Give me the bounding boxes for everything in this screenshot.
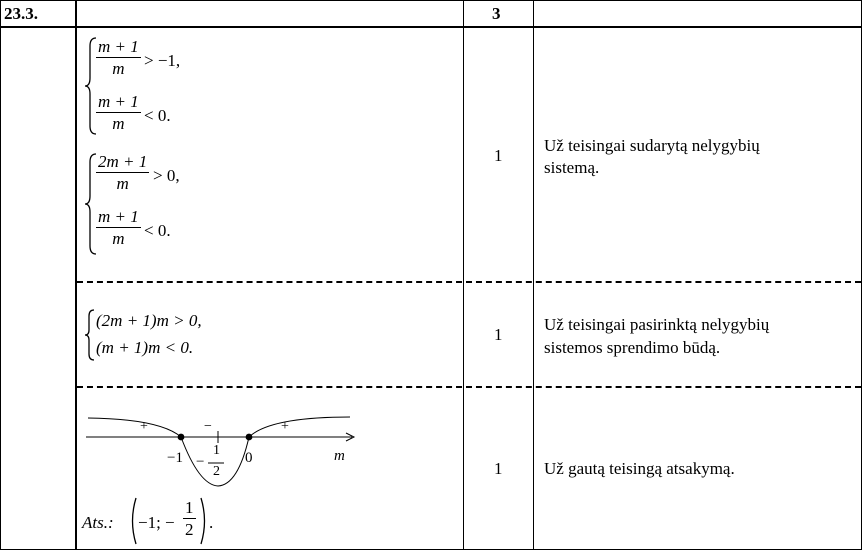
step1-criterion-line1: Už teisingai sudarytą nelygybių [544,136,760,155]
s1-eq2-denominator: m [112,114,125,133]
table-left-border [0,0,1,550]
fraction-bar [96,57,141,58]
fraction-bar [183,518,196,519]
tick-label-left: −1 [167,450,183,466]
fraction-bar [96,172,150,173]
tick-label-mid-den: 2 [213,464,220,479]
s2-eq1-numerator: 2m + 1 [98,152,148,171]
brace-system-2 [84,153,97,255]
s2-eq2-denominator: m [112,229,125,248]
sign-curve-left [87,417,182,438]
brace-system-1 [84,37,97,135]
root-point-right [245,433,253,441]
s1-eq2-numerator: m + 1 [98,92,139,111]
col-divider-2 [463,0,464,550]
s2-eq2-numerator: m + 1 [98,207,139,226]
sign-mid: − [204,419,212,434]
tick-label-mid-num: 1 [213,443,220,458]
step2-line2: (m + 1)m < 0. [96,338,194,357]
task-number: 23.3. [4,4,38,23]
col-divider-3 [533,0,534,550]
col-divider-1 [75,0,77,550]
step2-criterion-line2: sistemos sprendimo būdą. [544,338,721,357]
answer-label: Ats.: [82,513,114,532]
axis-label: m [334,448,345,464]
answer-fraction: 1 2 [183,498,196,541]
header-bottom-border [0,26,862,28]
fraction-bar [96,227,141,228]
table-right-border [861,0,862,550]
answer-paren-right [200,497,206,545]
fraction-bar [96,112,141,113]
s1-eq1-fraction: m + 1 m [96,37,141,80]
step1-points: 1 [494,146,503,165]
answer-end: . [209,513,214,532]
points-total: 3 [492,4,501,23]
table-bottom-border [0,549,862,550]
step2-points: 1 [494,325,503,344]
tick-label-mid-sign: − [196,454,205,470]
s1-eq2-fraction: m + 1 m [96,92,141,135]
step1-criterion-line2: sistemą. [544,158,600,177]
axis-arrow-icon [345,432,356,442]
sign-left: + [140,419,148,434]
s1-eq2-relation: < 0. [144,106,171,125]
step-separator-1 [77,281,861,283]
root-point-left [177,433,185,441]
s1-eq1-numerator: m + 1 [98,37,139,56]
answer-denominator: 2 [185,520,194,539]
s2-eq2-fraction: m + 1 m [96,207,141,250]
step2-line1: (2m + 1)m > 0, [96,311,202,330]
tick-label-right: 0 [245,450,253,466]
step3-points: 1 [494,459,503,478]
step-separator-2 [77,386,861,388]
step3-criterion-line1: Už gautą teisingą atsakymą. [544,459,735,478]
sign-chart [86,416,356,487]
s2-eq1-fraction: 2m + 1 m [96,152,150,195]
table-top-border [0,0,862,1]
sign-curve-mid [180,436,250,487]
s2-eq1-relation: > 0, [153,166,180,185]
s2-eq1-denominator: m [116,174,129,193]
sign-curve-right [248,416,351,438]
sign-right: + [281,419,289,434]
answer-paren-left [131,497,137,545]
step2-criterion-line1: Už teisingai pasirinktą nelygybių [544,315,770,334]
answer-numerator: 1 [185,498,194,517]
s2-eq2-relation: < 0. [144,221,171,240]
s1-eq1-relation: > −1, [144,51,181,70]
brace-step-2 [84,309,95,361]
s1-eq1-denominator: m [112,59,125,78]
answer-left: −1; − [138,513,175,532]
